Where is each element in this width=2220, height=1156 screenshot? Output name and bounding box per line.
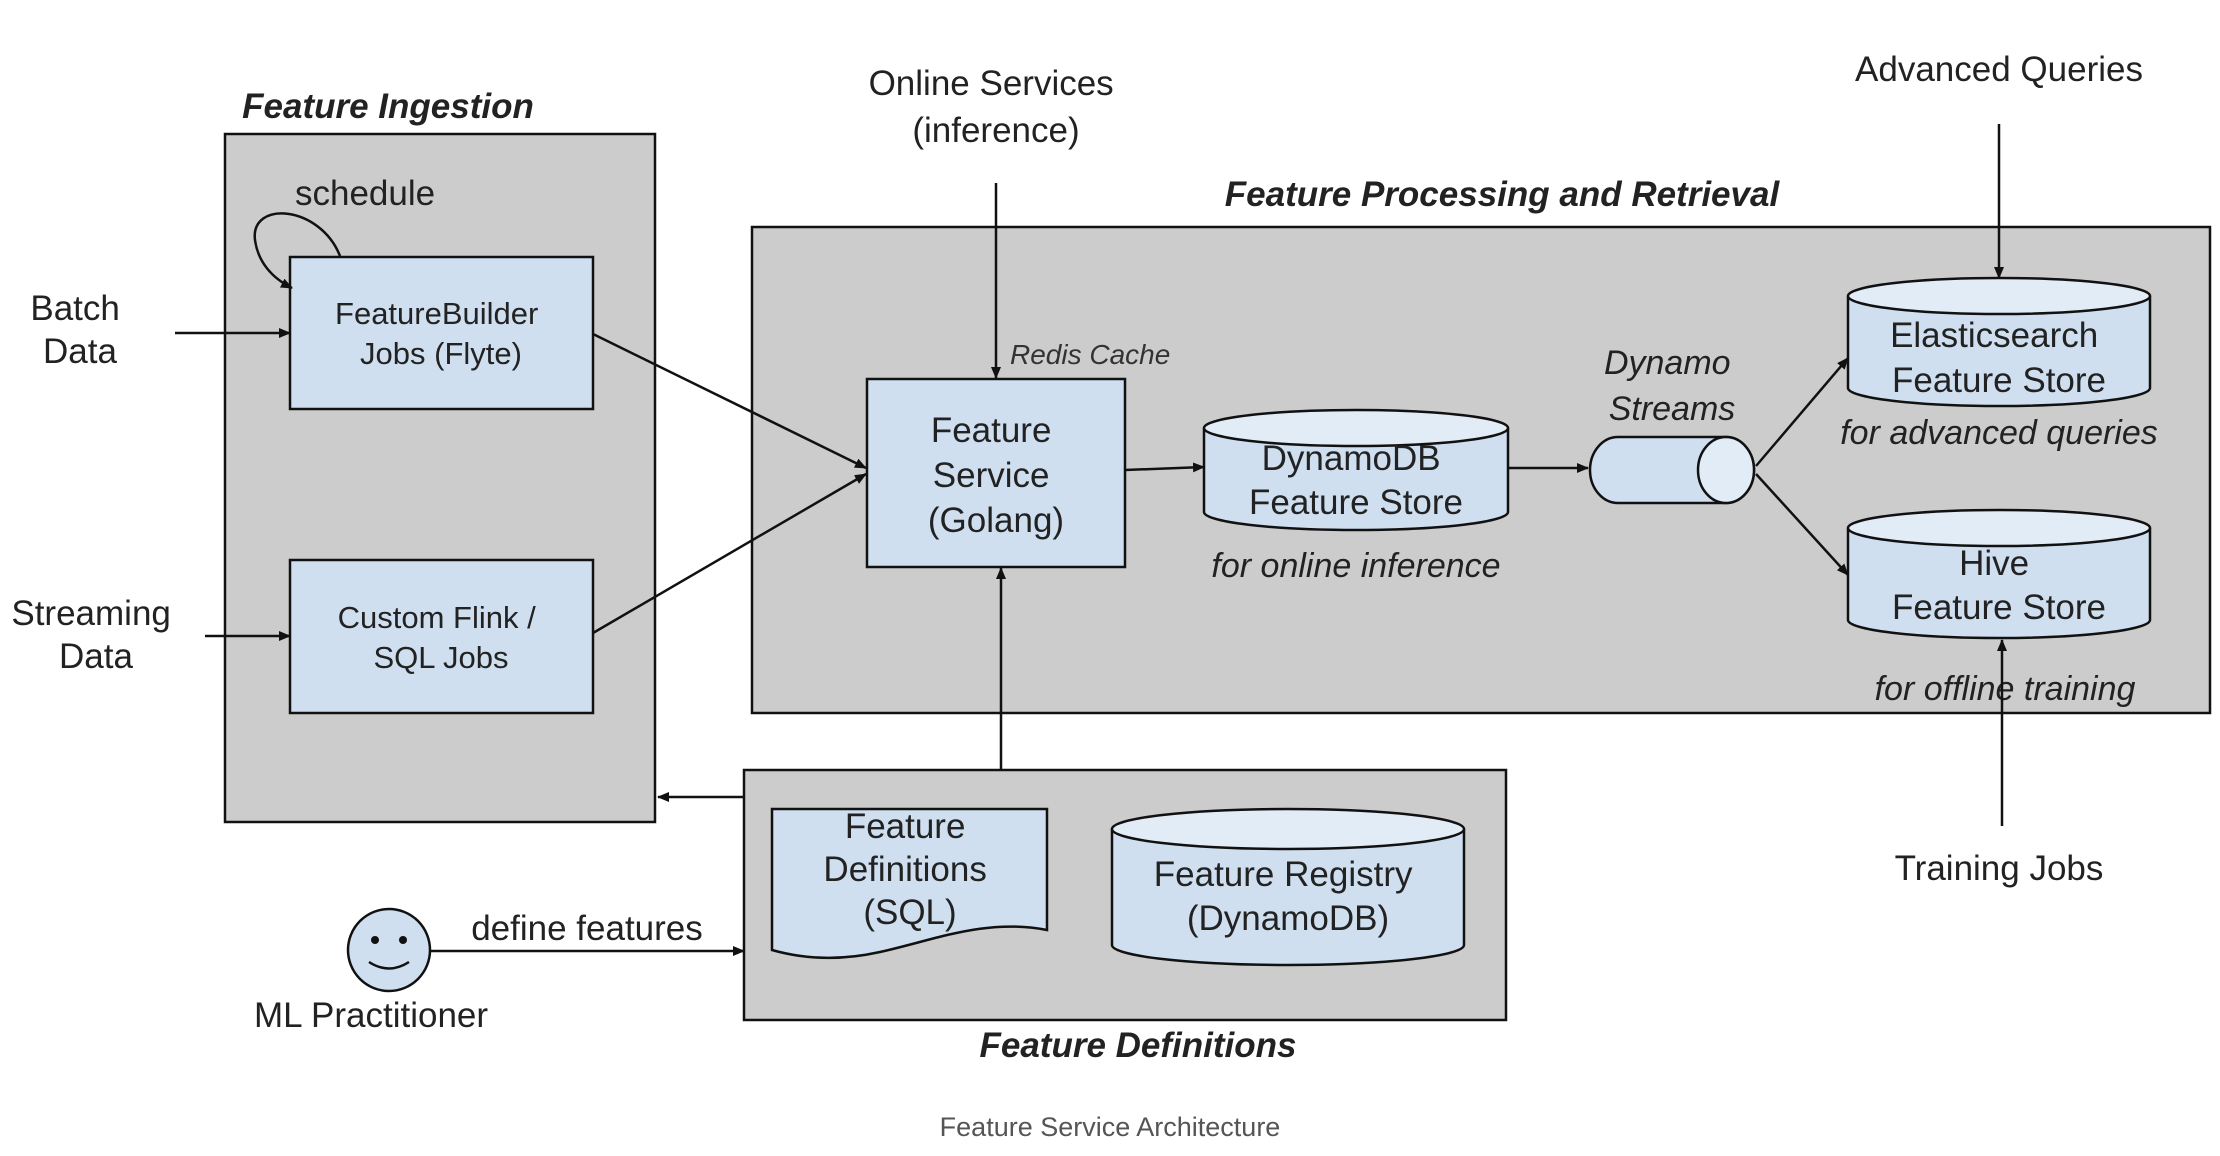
define-features-label: define features <box>471 909 703 948</box>
for-offline-training-label: for offline training <box>1875 670 2136 708</box>
feature-definitions-doc-node <box>770 807 1049 960</box>
ml-practitioner-avatar <box>346 907 432 993</box>
elasticsearch-feature-store-top <box>1846 276 2152 316</box>
feature-registry-top <box>1110 807 1466 851</box>
feature-ingestion-title: Feature Ingestion <box>242 87 534 126</box>
streams-to-elasticsearch-arrow <box>1755 357 1849 467</box>
elasticsearch-feature-store-label: Elasticsearch Feature Store <box>1890 316 2108 400</box>
dynamo-streams-end <box>1696 435 1756 505</box>
service-to-dynamodb-arrow <box>1124 462 1205 473</box>
custom-flink-sql-label: Custom Flink / SQL Jobs <box>338 600 545 675</box>
feature-service-label: Feature Service (Golang) <box>928 411 1064 540</box>
dynamodb-feature-store-node <box>1202 428 1510 532</box>
training-jobs-label: Training Jobs <box>1895 849 2104 888</box>
custom-flink-sql-node <box>288 558 595 715</box>
redis-cache-label: Redis Cache <box>1010 339 1170 370</box>
feature-definitions-doc-label: Feature Definitions (SQL) <box>823 807 996 932</box>
feature-service-node <box>865 377 1127 569</box>
feature-processing-title: Feature Processing and Retrieval <box>1225 175 1781 214</box>
dynamodb-feature-store-label: DynamoDB Feature Store <box>1249 439 1463 522</box>
dynamodb-feature-store-top <box>1202 408 1510 448</box>
elasticsearch-feature-store-node <box>1846 296 2152 408</box>
feature-ingestion-region <box>223 132 657 824</box>
for-advanced-queries-label: for advanced queries <box>1840 414 2158 452</box>
feature-definitions-title: Feature Definitions <box>980 1026 1297 1065</box>
hive-feature-store-node <box>1846 528 2152 640</box>
schedule-label: schedule <box>295 174 435 213</box>
hive-feature-store-label: Hive Feature Store <box>1892 544 2106 627</box>
dynamo-streams-label: Dynamo Streams <box>1604 344 1740 428</box>
for-online-inference-label: for online inference <box>1211 547 1500 585</box>
flink-to-service-arrow <box>592 472 867 635</box>
ml-practitioner-label: ML Practitioner <box>254 996 488 1035</box>
featurebuilder-jobs-node <box>288 255 595 411</box>
advanced-queries-label: Advanced Queries <box>1855 50 2143 89</box>
schedule-loop-arrow <box>253 212 342 290</box>
featurebuilder-to-service-arrow <box>592 332 867 470</box>
batch-data-label: Batch Data <box>30 289 129 371</box>
featurebuilder-jobs-label: FeatureBuilder Jobs (Flyte) <box>335 296 547 371</box>
streaming-data-label: Streaming Data <box>11 594 180 676</box>
streams-to-hive-arrow <box>1755 473 1849 576</box>
online-services-label: Online Services (inference) <box>869 64 1124 150</box>
feature-registry-node <box>1110 829 1466 967</box>
hive-feature-store-top <box>1846 508 2152 548</box>
feature-registry-label: Feature Registry (DynamoDB) <box>1154 855 1422 938</box>
figure-caption: Feature Service Architecture <box>939 1112 1281 1142</box>
